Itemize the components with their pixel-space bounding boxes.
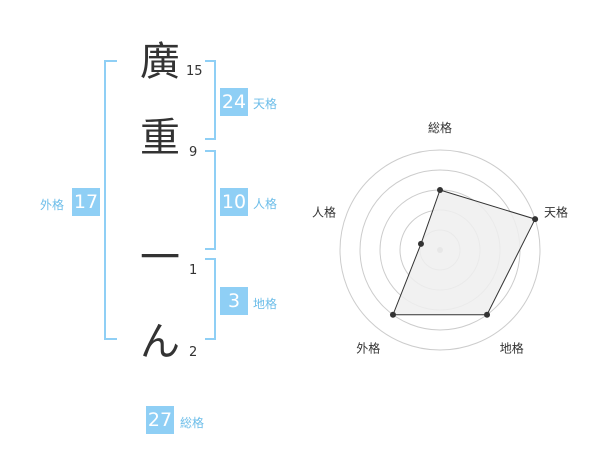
name-char-3: 一 [140, 235, 180, 281]
soukaku-label: 総格 [180, 416, 205, 430]
radar-area [392, 189, 536, 316]
radar-point-3 [484, 311, 491, 318]
name-char-1: 廣 [140, 39, 180, 85]
radar-axis-label-5: 人格 [312, 204, 336, 219]
tenkaku-bracket [205, 60, 216, 140]
gaikaku-bracket [104, 60, 117, 340]
stroke-count-1: 15 [186, 64, 203, 79]
stroke-count-4: 2 [189, 345, 198, 360]
radar-axis-label-4: 外格 [356, 341, 380, 356]
stroke-count-3: 1 [189, 263, 198, 278]
chikaku-value: 3 [220, 287, 248, 315]
tenkaku-label: 天格 [253, 97, 278, 111]
stroke-count-2: 9 [189, 145, 198, 160]
radar-axis-label-1: 総格 [428, 120, 452, 135]
radar-point-1 [437, 187, 443, 193]
tenkaku-value: 24 [220, 88, 248, 116]
jinkaku-value: 10 [220, 188, 248, 216]
gaikaku-value: 17 [72, 188, 100, 216]
chikaku-label: 地格 [253, 297, 278, 311]
chikaku-bracket [205, 258, 216, 340]
soukaku-value: 27 [146, 406, 174, 434]
radar-axis-label-3: 地格 [500, 341, 524, 356]
radar-point-5 [417, 240, 424, 247]
gaikaku-label: 外格 [40, 198, 65, 212]
jinkaku-label: 人格 [253, 197, 278, 211]
radar-point-2 [532, 216, 539, 223]
jinkaku-bracket [205, 150, 216, 250]
name-char-2: 重 [140, 115, 180, 161]
radar-axis-label-2: 天格 [544, 204, 568, 219]
radar-point-4 [389, 311, 396, 318]
radar-grid-ring [339, 149, 541, 351]
name-char-4: ん [140, 319, 180, 365]
